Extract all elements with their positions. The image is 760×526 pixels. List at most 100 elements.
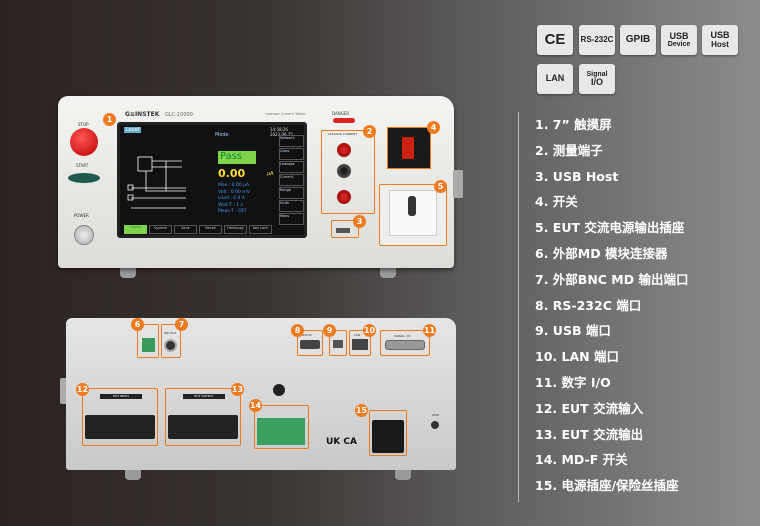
leakage-label: LEAKAGE CURRENT — [328, 132, 358, 136]
terminal-black[interactable] — [337, 164, 351, 178]
wait-row: Wait-T : 1 s — [218, 202, 243, 208]
fuse-holder[interactable] — [273, 384, 285, 396]
list-item: 7. 外部BNC MD 输出端口 — [535, 271, 689, 287]
eut-input-label: EUT INPUT — [100, 394, 142, 399]
rs232-box — [297, 330, 323, 356]
list-item: 15. 电源插座/保险丝插座 — [535, 478, 679, 494]
foot — [125, 468, 141, 480]
md-f-switch-box — [254, 405, 309, 449]
lan-badge: LAN — [537, 64, 573, 94]
callout-12: 12 — [76, 383, 89, 396]
md-connector[interactable] — [142, 338, 155, 352]
result-pass: Pass — [218, 151, 256, 164]
callout-3: 3 — [353, 215, 366, 228]
load-row: Load : 0.0 A — [218, 196, 245, 201]
max-row: Max : 0.00 µA — [218, 183, 250, 188]
bnc-port[interactable] — [164, 339, 177, 352]
side-class[interactable]: Class — [279, 148, 304, 160]
keylock-button[interactable]: Key Lock — [249, 225, 272, 234]
eut-input-terminal[interactable] — [85, 415, 155, 439]
ce-badge: CE — [537, 25, 573, 55]
md-out-label: MD OUT — [164, 331, 177, 335]
danger-lamp — [333, 118, 355, 123]
callout-4: 4 — [427, 121, 440, 134]
md-f-switch[interactable] — [257, 418, 305, 445]
system-button[interactable]: System — [149, 225, 172, 234]
rs232c-badge: RS-232C — [579, 25, 615, 55]
rs232-port[interactable] — [300, 340, 320, 349]
list-item: 9. USB 端口 — [535, 323, 611, 339]
signal-io-box — [380, 330, 430, 356]
terminal-box — [321, 130, 375, 214]
lan-box — [349, 330, 371, 356]
list-item: 1. 7” 触摸屏 — [535, 117, 612, 132]
eut-input-box — [82, 388, 158, 446]
subtitle-label: Leakage Current Tester — [265, 112, 306, 116]
feature-list: 1. 7” 触摸屏 2. 测量端子 3. USB Host 4. 开关 5. E… — [518, 112, 688, 502]
callout-5: 5 — [434, 180, 447, 193]
lan-port[interactable] — [352, 339, 368, 350]
touch-screen[interactable]: Level 14:58:26 2023.06.25 Mode Pass 0.00… — [117, 122, 307, 238]
gnd-terminal[interactable] — [431, 421, 439, 429]
side-range[interactable]: Range — [279, 187, 304, 199]
reading-value: 0.00 — [218, 167, 246, 180]
list-item: 3. USB Host — [535, 168, 619, 184]
usb-port[interactable] — [336, 228, 350, 233]
list-item: 12. EUT 交流输入 — [535, 400, 644, 416]
power-button[interactable] — [74, 225, 94, 245]
volt-row: Volt : 0.00 mV — [218, 189, 250, 195]
callout-7: 7 — [175, 318, 188, 331]
home-button[interactable]: Home — [124, 225, 147, 234]
list-item: 13. EUT 交流输出 — [535, 426, 644, 442]
reading-unit: µA — [267, 171, 274, 177]
start-label: START — [76, 163, 89, 168]
foot — [120, 266, 136, 278]
usb-host-box — [331, 220, 359, 238]
eut-output-label: EUT OUTPUT — [183, 394, 225, 399]
hardcopy-button[interactable]: Hardcopy — [224, 225, 247, 234]
terminal-red-2[interactable] — [337, 190, 351, 204]
callout-10: 10 — [363, 324, 376, 337]
list-item: 5. EUT 交流电源输出插座 — [535, 220, 685, 236]
ce-ukca-mark: UK CA — [326, 437, 357, 447]
stop-button[interactable] — [70, 128, 98, 156]
usb-device-port[interactable] — [333, 340, 343, 348]
callout-6: 6 — [131, 318, 144, 331]
list-item: 11. 数字 I/O — [535, 374, 611, 390]
clock: 14:58:26 2023.06.25 — [270, 127, 293, 137]
save-button[interactable]: Save — [174, 225, 197, 234]
meas-row: Meas-T : OFF — [218, 209, 247, 214]
power-inlet[interactable] — [372, 420, 404, 453]
side-meas[interactable]: Meas — [279, 213, 304, 225]
bnc-box — [161, 324, 181, 358]
signal-io-label: SIGNAL I/O — [394, 334, 411, 338]
start-button[interactable] — [68, 173, 100, 183]
foot — [380, 266, 396, 278]
recall-button[interactable]: Recall — [199, 225, 222, 234]
side-handle — [453, 170, 463, 198]
usb-device-box — [329, 330, 347, 356]
signal-io-port[interactable] — [385, 340, 425, 350]
eut-output-box — [165, 388, 241, 446]
outlet-hole — [408, 196, 416, 216]
level-tab[interactable]: Level — [124, 127, 142, 133]
side-units[interactable]: Units — [279, 200, 304, 212]
side-leakage[interactable]: Leakage — [279, 161, 304, 173]
stop-label: STOP — [78, 122, 89, 127]
eut-output-terminal[interactable] — [168, 415, 238, 439]
lan-label: LAN — [354, 333, 361, 337]
list-item: 10. LAN 端口 — [535, 349, 619, 365]
terminal-red-1[interactable] — [337, 143, 351, 157]
list-item: 6. 外部MD 模块连接器 — [535, 245, 668, 261]
callout-2: 2 — [363, 125, 376, 138]
rs232-label: RS232 — [302, 333, 312, 337]
danger-label: DANGER — [332, 111, 350, 116]
power-switch[interactable] — [402, 137, 414, 159]
side-current[interactable]: Current — [279, 174, 304, 186]
callout-11: 11 — [423, 324, 436, 337]
side-network[interactable]: Network — [279, 135, 304, 147]
callout-14: 14 — [249, 399, 262, 412]
list-item: 4. 开关 — [535, 194, 578, 210]
